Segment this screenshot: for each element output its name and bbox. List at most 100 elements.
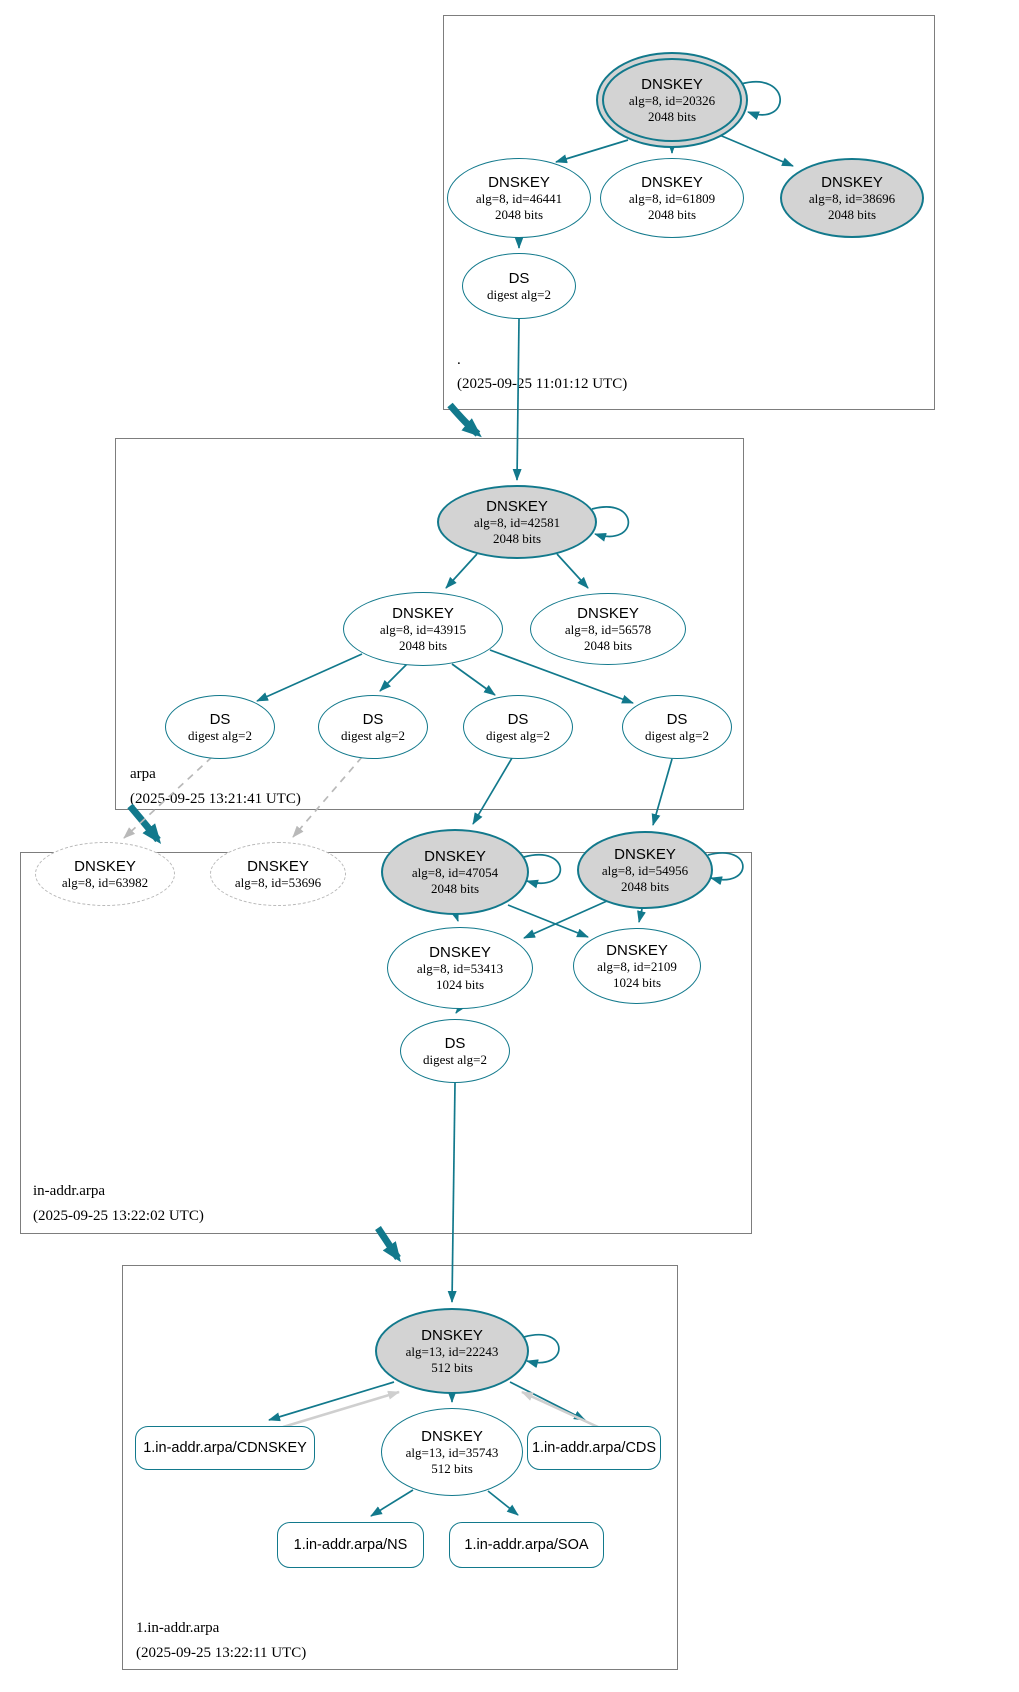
rrset-label: 1.in-addr.arpa/CDNSKEY: [143, 1440, 307, 1456]
node-title: DS: [508, 269, 530, 287]
rrset-node-soa[interactable]: 1.in-addr.arpa/SOA: [449, 1522, 604, 1568]
node-detail: alg=8, id=61809: [628, 191, 716, 207]
dnskey-node-38696[interactable]: DNSKEY alg=8, id=38696 2048 bits: [780, 158, 924, 238]
zone-timestamp-arpa: (2025-09-25 13:21:41 UTC): [130, 791, 301, 807]
zone-name-1-in-addr-arpa: 1.in-addr.arpa: [136, 1620, 220, 1636]
node-title: DNSKEY: [641, 173, 703, 191]
node-detail: digest alg=2: [644, 727, 710, 743]
dnskey-node-53696-dashed[interactable]: DNSKEY alg=8, id=53696: [210, 842, 346, 906]
edge-ds3-to-47054: [472, 757, 513, 825]
edge-54956-to-53413: [523, 900, 608, 939]
node-detail: alg=8, id=54956: [601, 863, 689, 879]
node-bits: 2048 bits: [620, 878, 670, 894]
edge-54956-to-2109: [637, 908, 646, 923]
node-bits: 2048 bits: [647, 108, 697, 124]
dnskey-node-2109[interactable]: DNSKEY alg=8, id=2109 1024 bits: [573, 928, 701, 1004]
node-detail: alg=8, id=47054: [411, 865, 499, 881]
node-bits: 1024 bits: [435, 976, 485, 992]
dnskey-node-54956-ksk[interactable]: DNSKEY alg=8, id=54956 2048 bits: [577, 831, 713, 909]
dnskey-node-53413[interactable]: DNSKEY alg=8, id=53413 1024 bits: [387, 927, 533, 1009]
node-title: DS: [666, 710, 688, 728]
node-title: DNSKEY: [429, 943, 491, 961]
node-detail: digest alg=2: [485, 727, 551, 743]
node-bits: 2048 bits: [430, 880, 480, 896]
rrset-node-cdnskey[interactable]: 1.in-addr.arpa/CDNSKEY: [135, 1426, 315, 1470]
edge-root-ds-to-42581: [512, 318, 522, 481]
dnskey-node-20326-ksk[interactable]: DNSKEY alg=8, id=20326 2048 bits: [596, 52, 748, 148]
node-title: DNSKEY: [74, 857, 136, 875]
rrset-node-cds[interactable]: 1.in-addr.arpa/CDS: [527, 1426, 661, 1470]
node-title: DS: [444, 1034, 466, 1052]
dnskey-node-22243-ksk[interactable]: DNSKEY alg=13, id=22243 512 bits: [375, 1308, 529, 1394]
node-title: DS: [507, 710, 529, 728]
zone-box-1-in-addr-arpa: [122, 1265, 678, 1670]
dnskey-node-42581-ksk[interactable]: DNSKEY alg=8, id=42581 2048 bits: [437, 485, 597, 559]
node-title: DS: [209, 710, 231, 728]
node-bits: 2048 bits: [492, 530, 542, 546]
edge-zone-root-to-arpa: [447, 402, 482, 438]
node-detail: alg=13, id=35743: [405, 1445, 499, 1461]
dnskey-node-46441[interactable]: DNSKEY alg=8, id=46441 2048 bits: [447, 158, 591, 238]
edge-53413-to-ia-ds: [455, 1001, 467, 1014]
edge-47054-self-loop: [523, 854, 562, 889]
node-bits: 2048 bits: [583, 637, 633, 653]
node-detail: alg=8, id=56578: [564, 622, 652, 638]
zone-name-in-addr-arpa: in-addr.arpa: [33, 1183, 106, 1199]
dnskey-node-43915[interactable]: DNSKEY alg=8, id=43915 2048 bits: [343, 592, 503, 666]
zone-box-in-addr-arpa: [20, 852, 752, 1234]
node-title: DNSKEY: [614, 845, 676, 863]
edge-20326-self-loop: [740, 81, 781, 120]
dnskey-node-35743[interactable]: DNSKEY alg=13, id=35743 512 bits: [381, 1408, 523, 1496]
zone-box-arpa: [115, 438, 744, 810]
edge-20326-to-46441: [555, 139, 629, 164]
node-detail: alg=8, id=42581: [473, 515, 561, 531]
edge-22243-self-loop: [523, 1334, 560, 1369]
node-bits: 512 bits: [431, 1460, 473, 1476]
dnskey-node-61809[interactable]: DNSKEY alg=8, id=61809 2048 bits: [600, 158, 744, 238]
edge-42581-to-43915: [445, 553, 478, 589]
ds-node-in-addr-arpa[interactable]: DS digest alg=2: [400, 1019, 510, 1083]
node-title: DS: [362, 710, 384, 728]
edge-cdnskey-to-22243-return: [282, 1390, 400, 1429]
edge-43915-to-ds1: [256, 653, 363, 702]
node-detail: digest alg=2: [340, 727, 406, 743]
node-title: DNSKEY: [606, 941, 668, 959]
node-detail: alg=8, id=46441: [475, 191, 563, 207]
node-bits: 2048 bits: [494, 206, 544, 222]
zone-timestamp-in-addr-arpa: (2025-09-25 13:22:02 UTC): [33, 1208, 204, 1224]
dnskey-node-47054-ksk[interactable]: DNSKEY alg=8, id=47054 2048 bits: [381, 829, 529, 915]
edge-35743-to-ns: [370, 1489, 414, 1517]
edge-20326-to-38696: [716, 133, 794, 167]
edge-35743-to-soa: [487, 1490, 519, 1516]
edge-ds1-to-63982-dashed: [123, 756, 213, 839]
dnskey-node-63982-dashed[interactable]: DNSKEY alg=8, id=63982: [35, 842, 175, 906]
edge-zone-in-addr-arpa-to-1-in-addr-arpa: [375, 1226, 401, 1263]
dnskey-node-56578[interactable]: DNSKEY alg=8, id=56578 2048 bits: [530, 593, 686, 665]
zone-name-root: .: [457, 352, 461, 368]
node-title: DNSKEY: [577, 604, 639, 622]
edge-zone-arpa-to-in-addr-arpa: [127, 803, 162, 844]
ds-node-arpa-2[interactable]: DS digest alg=2: [318, 695, 428, 759]
ds-node-root[interactable]: DS digest alg=2: [462, 253, 576, 319]
node-bits: 2048 bits: [647, 206, 697, 222]
edge-47054-to-2109: [507, 904, 589, 938]
rrset-label: 1.in-addr.arpa/SOA: [464, 1537, 589, 1553]
node-title: DNSKEY: [641, 75, 703, 93]
node-detail: digest alg=2: [486, 286, 552, 302]
node-detail: alg=8, id=2109: [597, 959, 677, 975]
zone-name-arpa: arpa: [130, 766, 156, 782]
zone-timestamp-root: (2025-09-25 11:01:12 UTC): [457, 376, 628, 392]
node-title: DNSKEY: [821, 173, 883, 191]
ds-node-arpa-4[interactable]: DS digest alg=2: [622, 695, 732, 759]
edge-22243-to-cds: [509, 1381, 586, 1421]
rrset-node-ns[interactable]: 1.in-addr.arpa/NS: [277, 1522, 424, 1568]
node-detail: alg=13, id=22243: [405, 1344, 499, 1360]
ds-node-arpa-3[interactable]: DS digest alg=2: [463, 695, 573, 759]
ds-node-arpa-1[interactable]: DS digest alg=2: [165, 695, 275, 759]
edge-54956-self-loop: [707, 852, 744, 886]
zone-timestamp-1-in-addr-arpa: (2025-09-25 13:22:11 UTC): [136, 1645, 307, 1661]
node-bits: 2048 bits: [827, 206, 877, 222]
edge-ia-ds-to-22243: [447, 1082, 457, 1303]
